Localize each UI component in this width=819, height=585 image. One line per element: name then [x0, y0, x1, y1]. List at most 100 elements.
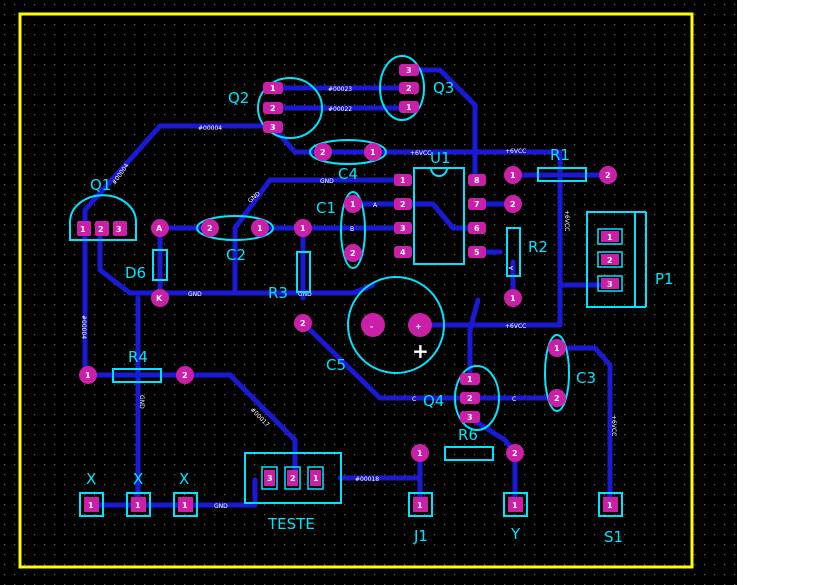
ref-j1: J1 [413, 527, 428, 545]
net-label: +6VCC [410, 150, 431, 157]
pad-q1-3: 3 [113, 221, 127, 236]
r2-inner-label: A [508, 265, 515, 270]
trace-q1-q2 [82, 123, 275, 231]
pad-sign: + [415, 322, 422, 331]
pad-teste-1: 1 [307, 466, 324, 490]
pad-p1-1: 1 [597, 228, 623, 245]
pad-s1: 1 [598, 492, 623, 517]
c3-outline [544, 334, 570, 412]
pad-sign: - [370, 322, 373, 331]
pad-c4-1: 1 [364, 143, 382, 161]
pad-r6-1: 1 [411, 444, 429, 462]
pad-number: 1 [607, 233, 613, 242]
teste-outline [244, 452, 342, 504]
trace-r4-teste [182, 372, 298, 478]
pad-u1-5: 5 [468, 246, 486, 258]
pad-c3-2: 2 [548, 389, 566, 407]
d6-body [152, 249, 168, 281]
pad-c5-minus: - [361, 313, 385, 337]
pad-number: 3 [270, 123, 276, 132]
pad-number: 2 [605, 171, 611, 180]
pad-q3-1: 1 [399, 101, 419, 113]
ref-r3: R3 [268, 284, 288, 302]
ref-r1: R1 [550, 146, 570, 164]
pad-number: 3 [116, 225, 122, 234]
pad-u1-3: 3 [394, 222, 412, 234]
trace-c5-c [300, 320, 473, 401]
pad-c3-1: 1 [548, 339, 566, 357]
round-pads: 2 1 2 1 1 2 1 2 - + 1 2 2 1 1 2 1 2 1 2 … [79, 143, 617, 462]
pad-q4-3: 3 [460, 411, 480, 423]
r2-body [506, 227, 521, 277]
pad-number: 2 [320, 148, 326, 157]
pad-number: 2 [290, 474, 296, 483]
ref-q1: Q1 [90, 176, 111, 194]
net-label: GND [320, 178, 334, 185]
net-label: +6VCC [505, 323, 526, 330]
pad-number: 1 [350, 200, 356, 209]
pad-r1-2: 2 [599, 166, 617, 184]
pad-c1-2: 2 [344, 244, 362, 262]
pad-r3-1: 1 [294, 219, 312, 237]
pad-number: 1 [406, 103, 412, 112]
net-label: #00004 [80, 315, 87, 339]
pad-number: K [156, 294, 163, 303]
ref-c3: C3 [576, 369, 596, 387]
ref-q2: Q2 [228, 89, 249, 107]
net-label: #00018 [355, 476, 379, 483]
q2-outline [257, 77, 323, 139]
pad-c2-2: 2 [201, 219, 219, 237]
net-label: +6VCC [563, 210, 570, 231]
pad-number: 3 [406, 66, 412, 75]
pad-number: 1 [135, 501, 141, 510]
net-label: B [350, 226, 354, 233]
pad-number: 1 [510, 294, 516, 303]
square-pads: 1 1 1 1 1 1 3 [79, 228, 623, 517]
silkscreen-layer [69, 55, 647, 504]
pad-number: 1 [88, 501, 94, 510]
net-label: GND [298, 291, 312, 298]
u1-outline [413, 167, 465, 265]
board-grid [0, 0, 737, 585]
pad-number: 2 [510, 200, 516, 209]
u1-notch [430, 167, 448, 177]
pad-number: 2 [554, 394, 560, 403]
pad-number: 1 [80, 225, 86, 234]
r4-body [112, 368, 162, 383]
pad-number: 1 [510, 171, 516, 180]
net-label: #00022 [328, 106, 352, 113]
pad-x2: 1 [126, 492, 151, 517]
pad-r1-1: 1 [504, 166, 522, 184]
pad-number: 1 [607, 501, 613, 510]
trace-c1-a [350, 201, 481, 231]
pad-d6-k: K [151, 289, 169, 307]
rect-pads: 1 2 3 1 2 3 3 2 1 1 2 3 1 2 3 4 8 7 6 5 [77, 64, 486, 423]
pad-number: 1 [512, 501, 518, 510]
net-label: GND [138, 395, 145, 409]
pad-q4-1: 1 [460, 373, 480, 385]
net-label: A [373, 202, 378, 209]
r1-body [537, 167, 587, 182]
pad-u1-7: 7 [468, 198, 486, 210]
pad-u1-1: 1 [394, 174, 412, 186]
ref-c2: C2 [226, 246, 246, 264]
trace-gnd-top [232, 177, 406, 231]
ref-r2: R2 [528, 238, 548, 256]
net-label: #00004 [198, 125, 222, 132]
pad-number: 3 [267, 474, 273, 483]
pad-q2-3: 3 [263, 121, 283, 133]
pad-number: A [156, 224, 163, 233]
pad-r6-2: 2 [506, 444, 524, 462]
pad-number: 6 [474, 224, 480, 233]
ref-p1: P1 [655, 270, 674, 288]
net-label: GND [188, 291, 202, 298]
c5-plus-marker: + [412, 339, 429, 363]
net-labels: #00004 #00023 #00022 +6VCC +6VCC +6VCC G… [80, 86, 617, 510]
trace-gnd-mid [97, 225, 376, 296]
pad-r3-2: 2 [294, 314, 312, 332]
pad-r2-1: 1 [504, 289, 522, 307]
pad-u1-6: 6 [468, 222, 486, 234]
c5-outline [347, 276, 445, 374]
net-label: GND [214, 503, 228, 510]
